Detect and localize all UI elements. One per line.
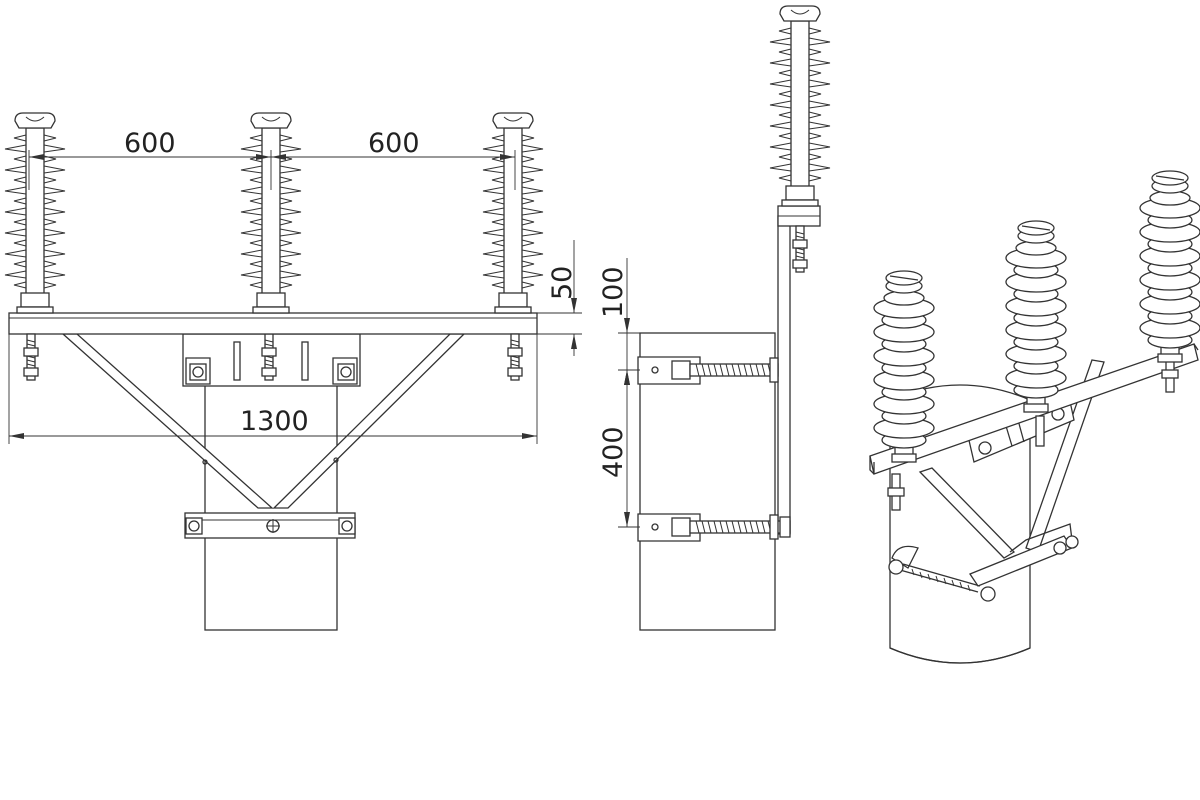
insulator-left (4, 112, 66, 314)
studs-iso (887, 357, 1179, 511)
dim-label-1300: 1300 (240, 406, 309, 437)
isometric-view (869, 170, 1200, 664)
insulator-middle (240, 112, 302, 314)
front-view: 600 600 1300 50 (4, 112, 582, 631)
dim-label-400: 400 (598, 426, 629, 478)
lower-clamp (184, 512, 356, 539)
dim-label-600-right: 600 (368, 128, 420, 159)
dim-label-100: 100 (598, 266, 629, 318)
side-view: 100 400 (598, 5, 831, 631)
dim-offset-50 (537, 240, 582, 356)
insulator-iso-left (873, 270, 935, 463)
dim-crossarm (8, 334, 538, 444)
lower-clamp-side (637, 513, 791, 542)
dim-spacing (28, 150, 516, 190)
insulator-iso-right (1139, 170, 1200, 363)
upper-clamp-side (637, 356, 779, 385)
dim-label-600-left: 600 (124, 128, 176, 159)
lower-clamp-iso (888, 523, 1079, 602)
insulator-right (482, 112, 544, 314)
crossarm (8, 312, 538, 335)
insulator-side (769, 5, 831, 207)
dim-vertical-side (618, 258, 662, 528)
dim-label-50: 50 (547, 266, 578, 300)
insulator-iso-middle (1005, 220, 1067, 413)
upper-plate (182, 333, 361, 387)
